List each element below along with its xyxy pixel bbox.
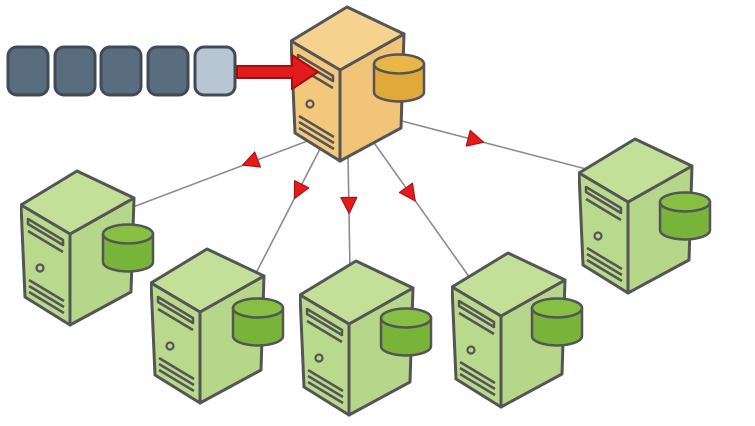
triangle-arrow-icon: [340, 196, 358, 215]
replica-server-3: [300, 261, 431, 415]
triangle-arrow-icon: [293, 180, 310, 200]
queue-item-icon: [53, 45, 97, 97]
replication-links: [124, 119, 591, 286]
database-icon: [374, 54, 424, 102]
queue-item-icon: [193, 45, 237, 97]
arrow-right-icon: [236, 54, 319, 90]
database-icon: [381, 308, 431, 356]
replica-server-1: [21, 171, 153, 325]
primary-server: [291, 7, 424, 161]
request-queue: [6, 45, 237, 97]
link-line: [254, 144, 323, 276]
queue-item-icon: [146, 45, 190, 97]
queue-item-icon: [6, 45, 50, 97]
triangle-arrow-icon: [465, 129, 485, 147]
database-icon: [660, 192, 710, 240]
replica-server-5: [579, 139, 710, 293]
triangle-arrow-icon: [241, 151, 261, 168]
link-line: [371, 139, 476, 286]
replica-server-4: [452, 253, 582, 407]
database-icon: [103, 224, 153, 272]
database-icon: [532, 298, 582, 346]
link-line: [124, 139, 311, 211]
link-line: [397, 119, 591, 171]
database-icon: [233, 298, 283, 346]
triangle-arrow-icon: [398, 182, 416, 202]
queue-item-icon: [99, 45, 143, 97]
replica-server-2: [151, 249, 283, 403]
